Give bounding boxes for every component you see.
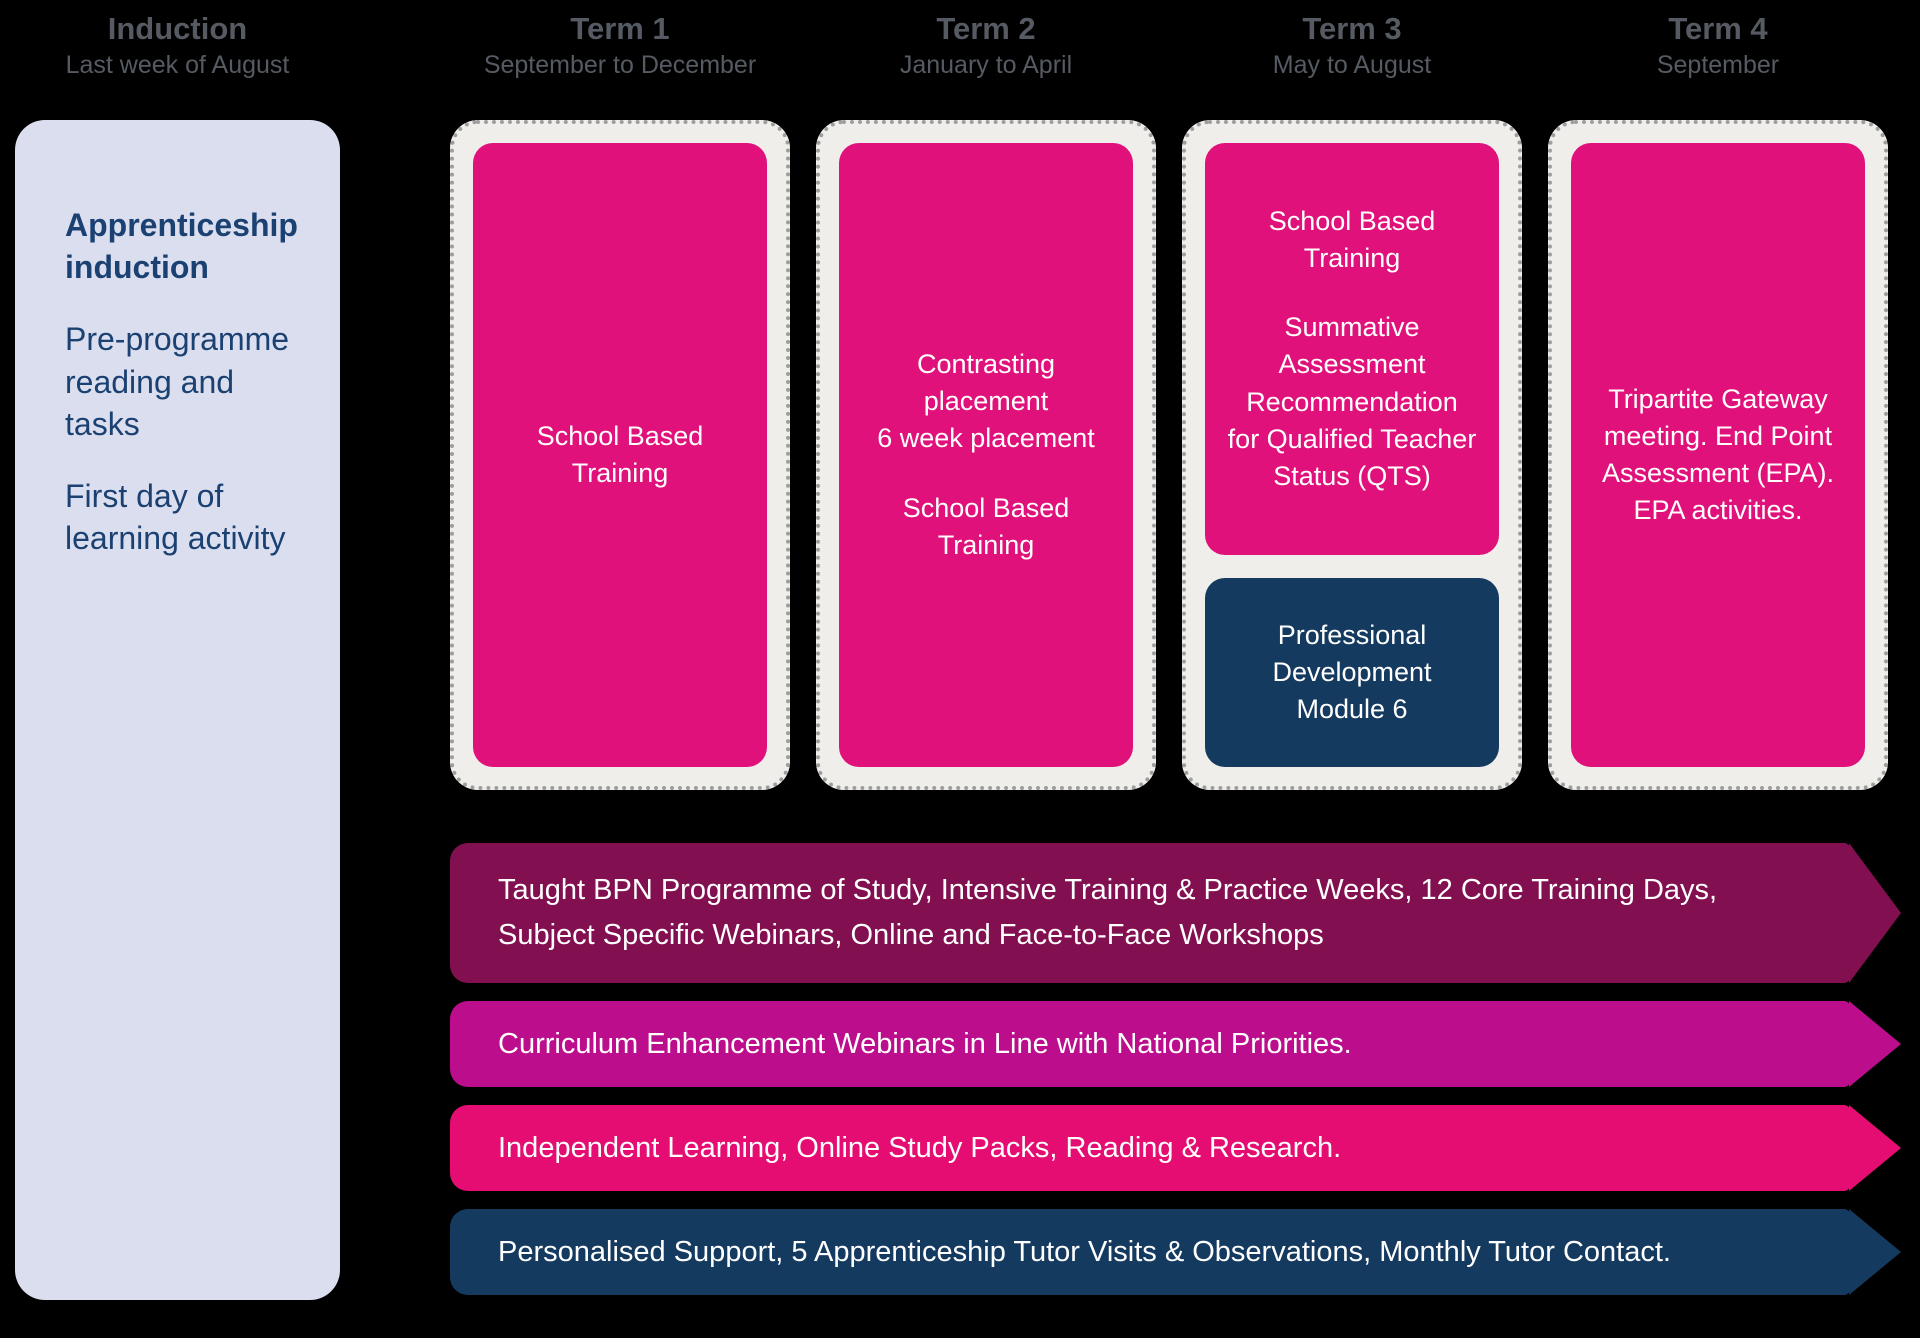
- taught-programme-banner: Taught BPN Programme of Study, Intensive…: [450, 843, 1901, 983]
- term-2-title: Term 2: [936, 11, 1036, 46]
- card-text: School Based Training: [536, 420, 704, 488]
- card-text: Summative Assessment Recommendation for …: [1227, 312, 1477, 492]
- school-based-training-card: School Based Training: [473, 143, 767, 767]
- epa-gateway-card: Tripartite Gateway meeting. End Point As…: [1571, 143, 1865, 767]
- term-1-box: School Based Training: [450, 120, 790, 790]
- banner-text: Taught BPN Programme of Study, Intensive…: [498, 874, 1718, 951]
- banner-text: Personalised Support, 5 Apprenticeship T…: [498, 1235, 1671, 1268]
- term-3-column: Term 3 May to August School Based Traini…: [1182, 6, 1522, 790]
- card-text: School Based Training: [902, 492, 1070, 560]
- induction-panel: Apprenticeship induction Pre-programme r…: [15, 120, 340, 1300]
- induction-column: Induction Last week of August Apprentice…: [15, 6, 340, 1300]
- independent-learning-banner: Independent Learning, Online Study Packs…: [450, 1105, 1901, 1191]
- term-3-title: Term 3: [1302, 11, 1402, 46]
- card-text: Professional Development Module 6: [1272, 619, 1432, 725]
- banner-text: Curriculum Enhancement Webinars in Line …: [498, 1027, 1352, 1060]
- term-2-column: Term 2 January to April Contrasting plac…: [816, 6, 1156, 790]
- card-text: Tripartite Gateway meeting. End Point As…: [1601, 383, 1835, 526]
- card-text: Contrasting placement 6 week placement: [877, 348, 1095, 454]
- term-1-header: Term 1 September to December: [450, 6, 790, 120]
- card-text: School Based Training: [1268, 205, 1436, 273]
- professional-development-module-card: Professional Development Module 6: [1205, 577, 1499, 767]
- summative-assessment-card: School Based Training Summative Assessme…: [1205, 143, 1499, 555]
- term-2-box: Contrasting placement 6 week placement S…: [816, 120, 1156, 790]
- term-4-box: Tripartite Gateway meeting. End Point As…: [1548, 120, 1888, 790]
- curriculum-webinars-banner: Curriculum Enhancement Webinars in Line …: [450, 1001, 1901, 1087]
- term-3-box: School Based Training Summative Assessme…: [1182, 120, 1522, 790]
- term-2-header: Term 2 January to April: [816, 6, 1156, 120]
- induction-title: Induction: [107, 11, 248, 46]
- term-2-subtitle: January to April: [899, 50, 1073, 79]
- term-3-subtitle: May to August: [1272, 50, 1432, 79]
- term-1-column: Term 1 September to December School Base…: [450, 6, 790, 790]
- term-3-header: Term 3 May to August: [1182, 6, 1522, 120]
- contrasting-placement-card: Contrasting placement 6 week placement S…: [839, 143, 1133, 767]
- term-4-title: Term 4: [1668, 11, 1768, 46]
- term-4-subtitle: September: [1656, 50, 1780, 79]
- induction-header: Induction Last week of August: [15, 6, 340, 120]
- personalised-support-banner: Personalised Support, 5 Apprenticeship T…: [450, 1209, 1901, 1295]
- banner-text: Independent Learning, Online Study Packs…: [498, 1131, 1342, 1164]
- induction-subtitle: Last week of August: [65, 50, 290, 79]
- term-4-header: Term 4 September: [1548, 6, 1888, 120]
- term-1-subtitle: September to December: [483, 50, 757, 79]
- induction-panel-item: First day of learning activity: [65, 478, 286, 557]
- induction-panel-item: Pre-programme reading and tasks: [65, 321, 290, 442]
- term-1-title: Term 1: [570, 11, 670, 46]
- term-4-column: Term 4 September Tripartite Gateway meet…: [1548, 6, 1888, 790]
- induction-panel-heading: Apprenticeship induction: [65, 207, 298, 286]
- programme-strand-banners: Taught BPN Programme of Study, Intensive…: [450, 843, 1901, 1313]
- columns-row: Induction Last week of August Apprentice…: [15, 6, 1888, 1300]
